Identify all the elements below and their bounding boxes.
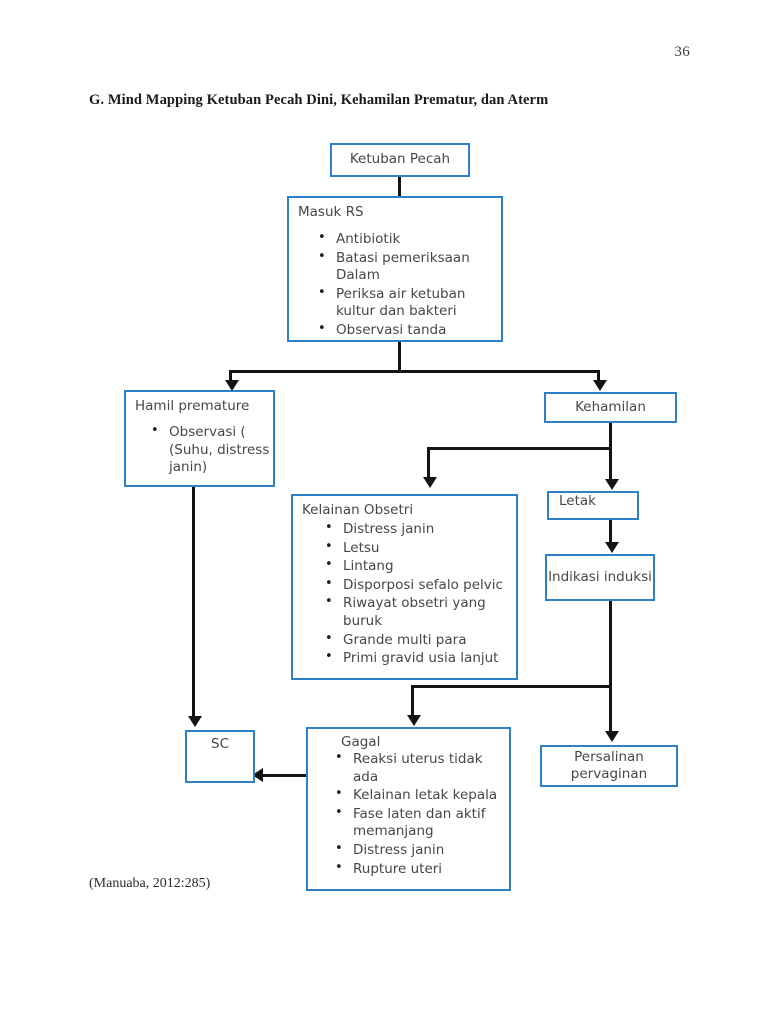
- node-bullet-list: Antibiotik Batasi pemeriksaan Dalam Peri…: [314, 230, 501, 340]
- connector-split-bar: [229, 370, 600, 373]
- source-citation: (Manuaba, 2012:285): [89, 876, 211, 891]
- node-hamil-premature[interactable]: Hamil premature Observasi ( (Suhu, distr…: [124, 390, 275, 487]
- node-label: Kehamilan: [575, 398, 646, 415]
- list-item: Reaksi uterus tidak ada: [331, 750, 509, 786]
- connector-bottom-split-bar: [411, 685, 612, 688]
- node-label: Indikasi induksi: [548, 568, 652, 585]
- arrowhead-to-gagal: [407, 715, 421, 726]
- list-item: Disporposi sefalo pelvic: [321, 576, 516, 595]
- connector-ketuban-to-masukrs: [398, 177, 401, 198]
- list-item: Batasi pemeriksaan Dalam: [314, 249, 501, 285]
- list-item: Observasi tanda: [314, 321, 501, 340]
- list-item: Antibiotik: [314, 230, 501, 249]
- node-label: SC: [211, 736, 229, 752]
- connector-split-left-drop: [229, 370, 232, 382]
- list-item: Rupture uteri: [331, 860, 509, 879]
- node-persalinan-pervaginan[interactable]: Persalinan pervaginan: [540, 745, 678, 787]
- node-bullet-list: Distress janin Letsu Lintang Disporposi …: [321, 520, 516, 668]
- connector-kehamilan-branch-drop: [427, 447, 430, 479]
- arrowhead-to-kehamilan: [593, 380, 607, 391]
- node-ketuban-pecah[interactable]: Ketuban Pecah: [330, 143, 470, 177]
- connector-masukrs-stem: [398, 342, 401, 372]
- list-item: Primi gravid usia lanjut: [321, 649, 516, 668]
- connector-kehamilan-stem: [609, 423, 612, 483]
- node-bullet-list: Reaksi uterus tidak ada Kelainan letak k…: [331, 750, 509, 879]
- connector-bottom-left-drop: [411, 685, 414, 717]
- arrowhead-to-kelainan-obsetri: [423, 477, 437, 488]
- connector-split-right-drop: [597, 370, 600, 382]
- page-number: 36: [674, 44, 690, 60]
- node-label: Gagal: [341, 734, 381, 750]
- list-item: Lintang: [321, 557, 516, 576]
- list-item: Grande multi para: [321, 631, 516, 650]
- node-bullet-list: Observasi ( (Suhu, distress janin): [147, 423, 273, 477]
- connector-bottom-right-drop: [609, 685, 612, 731]
- node-indikasi-induksi[interactable]: Indikasi induksi: [545, 554, 655, 601]
- node-gagal[interactable]: Gagal Reaksi uterus tidak ada Kelainan l…: [306, 727, 511, 891]
- node-label: Ketuban Pecah: [349, 151, 451, 168]
- connector-kehamilan-branch-bar: [427, 447, 611, 450]
- connector-indikasi-stem: [609, 601, 612, 687]
- node-label: Persalinan pervaginan: [570, 748, 648, 782]
- node-kelainan-obsetri[interactable]: Kelainan Obsetri Distress janin Letsu Li…: [291, 494, 518, 680]
- list-item: Letsu: [321, 539, 516, 558]
- arrowhead-to-sc-side: [252, 768, 263, 782]
- arrowhead-to-hamil-premature: [225, 380, 239, 391]
- node-masuk-rs[interactable]: Masuk RS Antibiotik Batasi pemeriksaan D…: [287, 196, 503, 342]
- list-item: Riwayat obsetri yang buruk: [321, 594, 516, 630]
- node-label: Kelainan Obsetri: [302, 502, 414, 518]
- node-label: Letak: [559, 493, 596, 509]
- page-title: G. Mind Mapping Ketuban Pecah Dini, Keha…: [89, 92, 549, 108]
- arrowhead-to-indikasi-induksi: [605, 542, 619, 553]
- list-item: Periksa air ketuban kultur dan bakteri: [314, 285, 501, 321]
- arrowhead-to-persalinan: [605, 731, 619, 742]
- list-item: Distress janin: [331, 841, 509, 860]
- connector-hamil-premature-to-sc: [192, 487, 195, 718]
- node-sc[interactable]: SC: [185, 730, 255, 783]
- node-label: Masuk RS: [298, 204, 364, 220]
- node-label: Hamil premature: [135, 398, 250, 414]
- arrowhead-to-sc-top: [188, 716, 202, 727]
- list-item: Observasi ( (Suhu, distress janin): [147, 423, 273, 477]
- list-item: Kelainan letak kepala: [331, 786, 509, 805]
- list-item: Distress janin: [321, 520, 516, 539]
- node-kehamilan[interactable]: Kehamilan: [544, 392, 677, 423]
- connector-gagal-to-sc: [262, 774, 307, 777]
- connector-letak-to-indikasi: [609, 520, 612, 544]
- list-item: Fase laten dan aktif memanjang: [331, 805, 509, 841]
- node-letak[interactable]: Letak: [547, 491, 639, 520]
- arrowhead-to-letak: [605, 479, 619, 490]
